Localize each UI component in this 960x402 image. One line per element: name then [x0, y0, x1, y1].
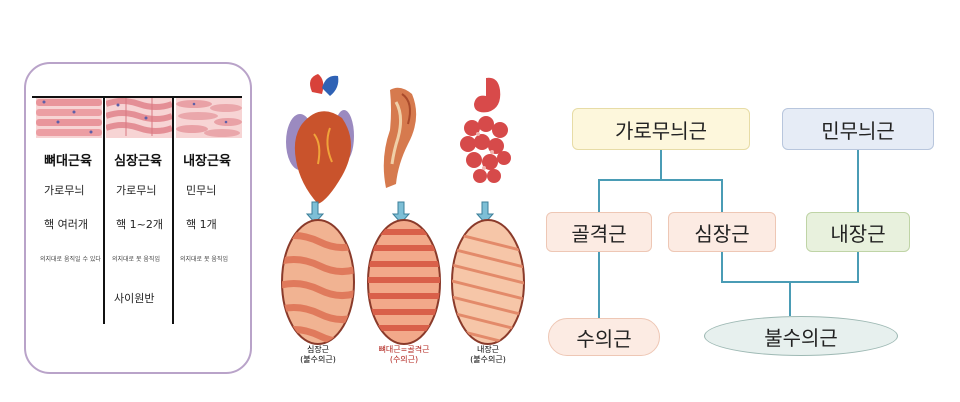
caption-visceral-type: (불수의근): [470, 355, 506, 364]
muscle-strip-cardiac: [106, 96, 172, 138]
muscle-strip-skeletal: [36, 96, 102, 138]
node-voluntary-muscle: 수의근: [548, 318, 660, 356]
cell-cardiac-intercalated-disc: 사이원반: [114, 292, 155, 305]
caption-skeletal: 뼈대근=골격근 (수의근): [369, 345, 439, 365]
arm-illustration: [383, 87, 417, 188]
intestine-illustration: [460, 77, 511, 183]
node-visceral-muscle: 내장근: [806, 212, 910, 252]
table-top-rule: [32, 96, 242, 98]
muscle-strip-visceral: [176, 96, 242, 138]
visceral-tissue-section: [451, 219, 525, 345]
column-divider-1: [103, 96, 105, 324]
column-header-cardiac: 심장근육: [114, 154, 162, 169]
column-divider-2: [172, 96, 174, 324]
cell-skeletal-striation: 가로무늬: [44, 184, 85, 197]
node-skeletal-muscle: 골격근: [546, 212, 652, 252]
node-involuntary-muscle: 불수의근: [704, 316, 898, 356]
node-cardiac-muscle: 심장근: [668, 212, 776, 252]
cell-skeletal-nucleus: 핵 여러개: [44, 218, 88, 231]
caption-skeletal-name: 뼈대근=골격근: [378, 345, 430, 354]
node-smooth-muscle: 민무늬근: [782, 108, 934, 150]
caption-cardiac-name: 심장근: [306, 345, 330, 354]
skeletal-tissue-section: [367, 219, 441, 345]
cardiac-tissue-section: [281, 219, 355, 345]
node-striated-muscle: 가로무늬근: [572, 108, 750, 150]
cell-cardiac-control: 의지대로 못 움직임: [112, 256, 160, 263]
column-header-visceral: 내장근육: [183, 154, 231, 169]
caption-cardiac: 심장근 (불수의근): [283, 345, 353, 365]
caption-skeletal-type: (수의근): [389, 355, 419, 364]
caption-visceral-name: 내장근: [476, 345, 500, 354]
cell-visceral-striation: 민무늬: [186, 184, 217, 197]
caption-cardiac-type: (불수의근): [300, 355, 336, 364]
cell-visceral-control: 의지대로 못 움직임: [180, 256, 228, 263]
down-arrow-icons: [305, 201, 495, 224]
column-header-skeletal: 뼈대근육: [44, 154, 92, 169]
muscle-illustrations: [281, 74, 525, 345]
heart-illustration: [286, 74, 354, 204]
cell-skeletal-control: 의지대로 움직일 수 있다: [40, 256, 101, 263]
cell-cardiac-nucleus: 핵 1~2개: [116, 218, 163, 231]
caption-visceral: 내장근 (불수의근): [453, 345, 523, 365]
cell-visceral-nucleus: 핵 1개: [186, 218, 217, 231]
cell-cardiac-striation: 가로무늬: [116, 184, 157, 197]
